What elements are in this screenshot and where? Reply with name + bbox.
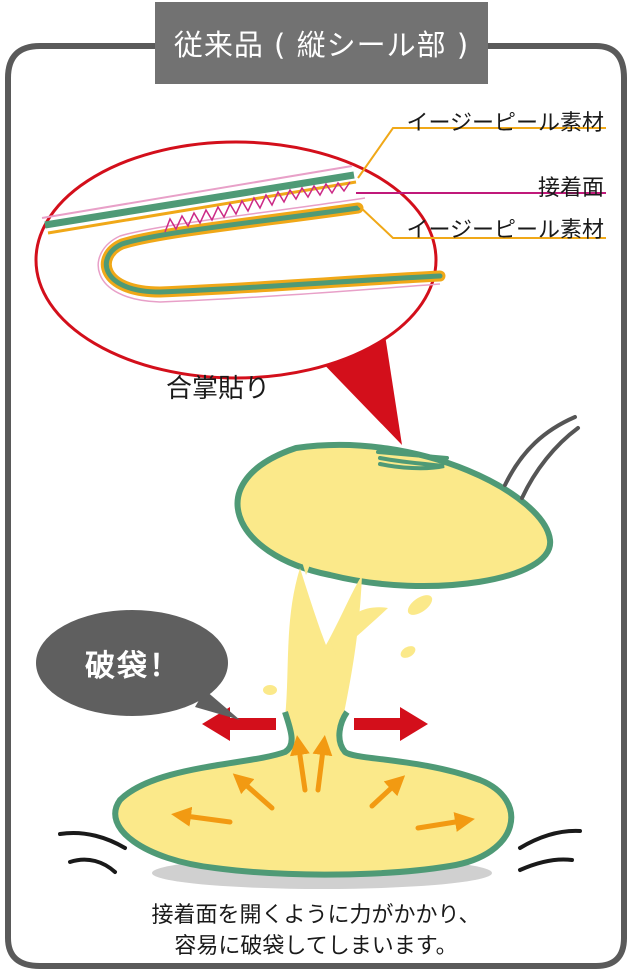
burst-bubble-icon bbox=[36, 610, 240, 720]
pressure-arrow-icon bbox=[171, 735, 475, 832]
label-top-material: イージーピール素材 bbox=[406, 111, 604, 136]
outer-frame bbox=[5, 43, 627, 969]
upper-pouch bbox=[234, 441, 554, 590]
callout-caption: 合掌貼り bbox=[166, 374, 271, 404]
label-adhesive: 接着面 bbox=[537, 176, 604, 201]
header-title: 従来品 ( 縦シール部 ) bbox=[155, 2, 488, 84]
description-line-1: 接着面を開くように力がかかり、 bbox=[151, 903, 481, 928]
label-bottom-material: イージーピール素材 bbox=[406, 218, 604, 243]
adhesive-zigzag bbox=[164, 181, 351, 233]
ground-motion-lines bbox=[58, 828, 582, 874]
splash bbox=[263, 508, 433, 718]
magnifier-circle bbox=[34, 140, 438, 380]
description-line-2: 容易に破袋してしまいます。 bbox=[174, 934, 458, 959]
force-arrow-icon bbox=[202, 707, 428, 741]
lower-pouch bbox=[112, 710, 515, 889]
burst-label: 破袋！ bbox=[85, 649, 181, 684]
leader-lines bbox=[356, 127, 606, 239]
magnified-film bbox=[41, 165, 446, 303]
motion-lines-icon bbox=[503, 415, 580, 500]
